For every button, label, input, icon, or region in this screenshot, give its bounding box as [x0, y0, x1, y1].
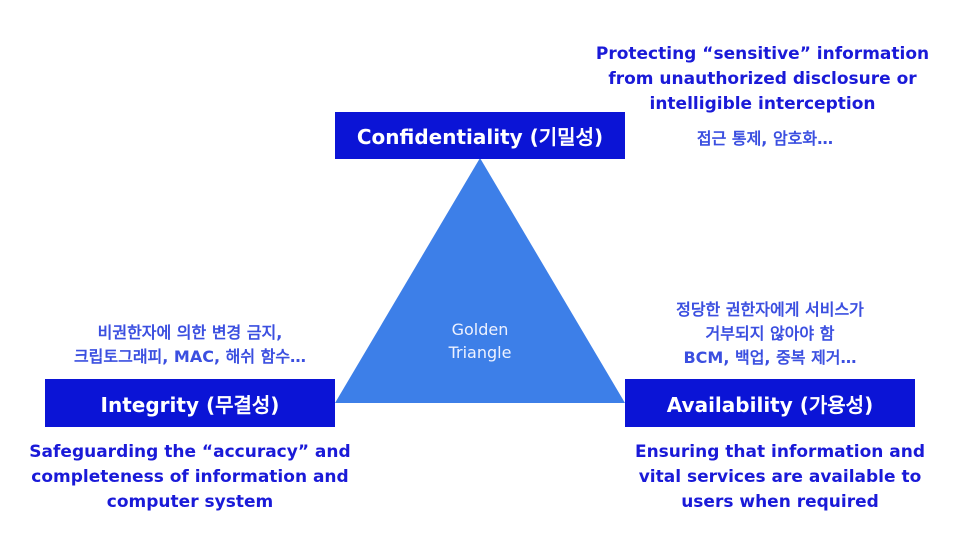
availability-box: Availability (가용성) — [625, 379, 915, 427]
confidentiality-box: Confidentiality (기밀성) — [335, 112, 625, 159]
description-line: from unauthorized disclosure or — [608, 69, 917, 89]
examples-line: BCM, 백업, 중복 제거… — [683, 348, 857, 367]
confidentiality-examples: 접근 통제, 암호화… — [696, 129, 834, 148]
examples-line: 크립토그래피, MAC, 해쉬 함수… — [73, 347, 307, 366]
integrity-examples: 비권한자에 의한 변경 금지, 크립토그래피, MAC, 해쉬 함수… — [30, 321, 350, 369]
integrity-box: Integrity (무결성) — [45, 379, 335, 427]
availability-description: Ensuring that information and vital serv… — [610, 440, 950, 515]
triangle-label: Golden Triangle — [410, 318, 550, 364]
description-line: Ensuring that information and — [634, 442, 926, 462]
description-line: completeness of information and — [31, 467, 349, 487]
description-line: computer system — [106, 492, 274, 512]
description-line: users when required — [681, 492, 879, 512]
availability-examples: 정당한 권한자에게 서비스가 거부되지 않아야 함 BCM, 백업, 중복 제거… — [625, 298, 915, 370]
description-line: Safeguarding the “accuracy” and — [29, 442, 351, 462]
examples-line: 비권한자에 의한 변경 금지, — [97, 323, 283, 342]
description-line: vital services are available to — [638, 467, 922, 487]
description-line: Protecting “sensitive” information — [595, 44, 930, 64]
triangle-label-line: Triangle — [448, 343, 512, 362]
integrity-description: Safeguarding the “accuracy” and complete… — [20, 440, 360, 515]
examples-line: 정당한 권한자에게 서비스가 — [676, 300, 864, 319]
golden-triangle — [335, 158, 625, 403]
description-line: intelligible interception — [649, 94, 876, 114]
triangle-label-line: Golden — [451, 320, 509, 339]
examples-line: 거부되지 않아야 함 — [705, 324, 835, 343]
confidentiality-description: Protecting “sensitive” information from … — [590, 42, 935, 117]
